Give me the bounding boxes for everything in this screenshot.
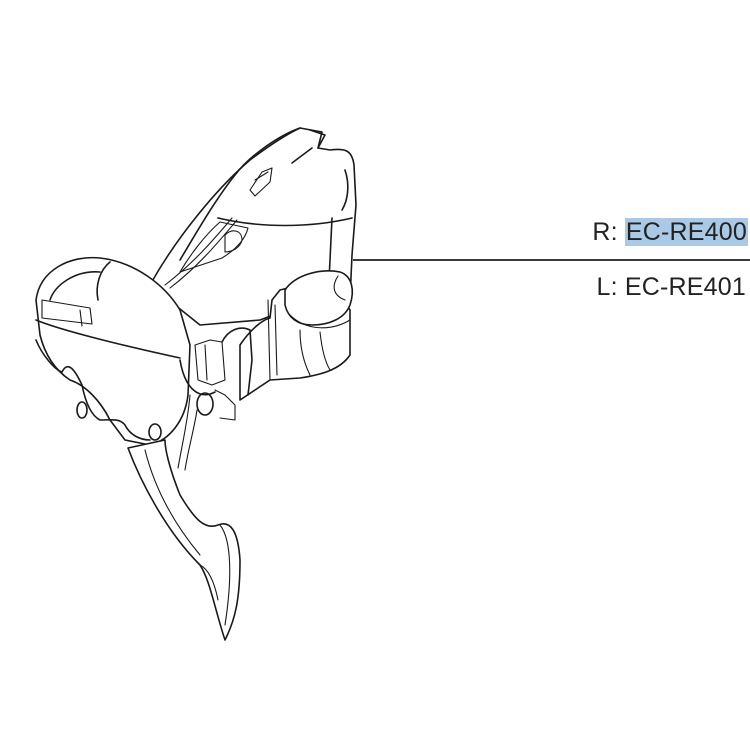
callout-left-prefix: L: <box>596 273 625 301</box>
callout-right-prefix: R: <box>592 218 625 246</box>
callout-left-part-number: EC-RE401 <box>624 273 746 301</box>
callout-left: L: EC-RE401 <box>596 273 746 302</box>
callout-right-part-number: EC-RE400 <box>624 218 748 246</box>
callout-right: R: EC-RE400 <box>592 218 748 247</box>
callout-leader-line <box>353 259 750 261</box>
